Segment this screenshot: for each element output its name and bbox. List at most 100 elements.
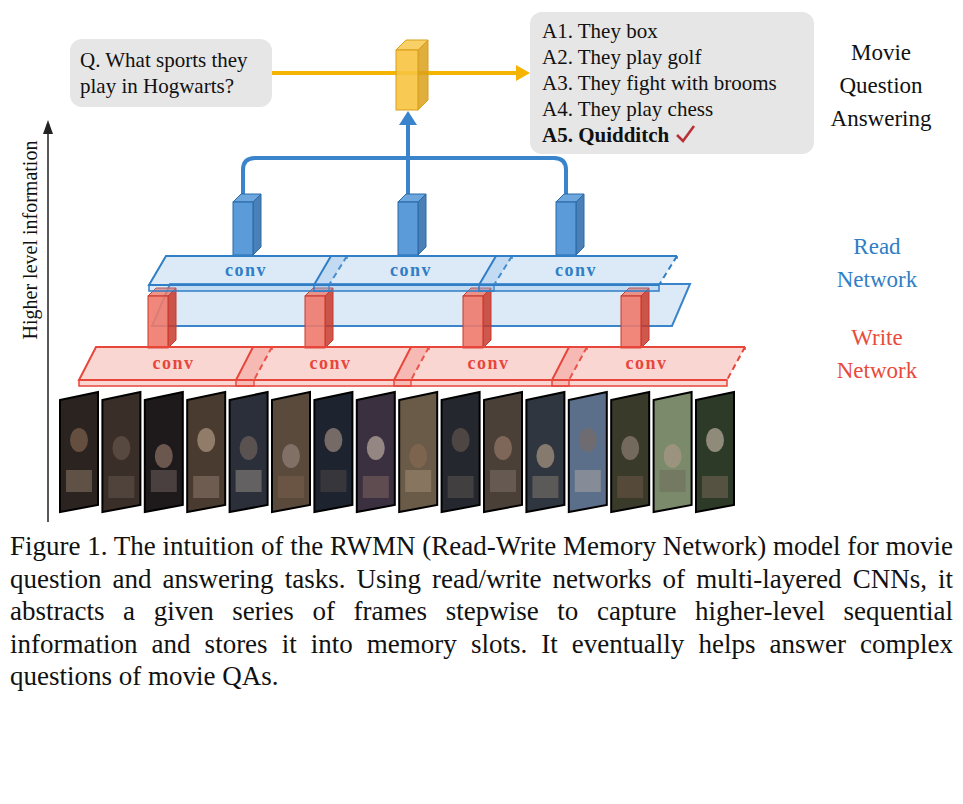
memory-slot-front <box>305 296 325 348</box>
frame-figure <box>155 444 173 468</box>
answer-box: A1. They boxA2. They play golfA3. They f… <box>530 12 814 154</box>
conv-text-holder: conv <box>551 346 742 380</box>
movie-frame <box>569 392 607 512</box>
conv-dashed-edge <box>744 347 746 353</box>
network-label: Write Network <box>818 321 936 387</box>
frame-figure <box>409 444 427 468</box>
answer-option: A4. They play chess <box>542 97 713 121</box>
memory-slot-front <box>621 296 641 348</box>
text-line: A5. Quidditch <box>542 122 802 148</box>
frame-figure <box>452 428 470 452</box>
conv-dashed-edge <box>676 256 678 262</box>
frame-figure <box>324 428 342 452</box>
conv-face <box>479 256 677 285</box>
text-line: A3. They fight with brooms <box>542 70 802 96</box>
frame-detail <box>532 476 558 498</box>
check-mark <box>674 123 696 145</box>
frame-detail <box>320 470 346 492</box>
conv-dashed-edge <box>727 347 745 380</box>
frame-detail <box>490 470 516 492</box>
conv-dashed-edge <box>659 256 677 285</box>
movie-frame <box>484 392 522 512</box>
read-slot-side <box>418 194 426 255</box>
layer-label: conv <box>225 260 267 280</box>
text-line: A1. They box <box>542 18 802 44</box>
conv-face <box>552 347 745 380</box>
axis-label: Higher level information <box>18 60 42 420</box>
figure-caption: Figure 1. The intuition of the RWMN (Rea… <box>10 530 953 693</box>
query-arrow <box>272 71 518 75</box>
frame-detail <box>151 470 177 492</box>
arrowhead <box>516 65 530 81</box>
axis-line <box>47 132 49 522</box>
movie-frame <box>399 392 437 512</box>
answer-option: A3. They fight with brooms <box>542 71 777 95</box>
movie-frame <box>272 392 310 512</box>
movie-frame <box>314 392 352 512</box>
frame-detail <box>405 470 431 492</box>
frame-figure <box>70 428 88 452</box>
conv-layer: conv <box>478 255 678 293</box>
frame-figure <box>706 428 724 452</box>
layer-label: conv <box>468 353 510 373</box>
movie-frame <box>145 392 183 512</box>
text-line: A4. They play chess <box>542 96 802 122</box>
memory-slot-side <box>641 288 649 348</box>
network-label: Read Network <box>818 230 936 296</box>
layer-label: conv <box>153 353 195 373</box>
frame-detail <box>236 470 262 492</box>
question-text: Q. What sports they play in Hogwarts? <box>80 48 248 98</box>
movie-frame <box>611 392 649 512</box>
conv-outline <box>479 256 677 285</box>
frame-detail <box>448 476 474 498</box>
layer-label: conv <box>555 260 597 280</box>
memory-slot-side <box>483 288 491 348</box>
frame-detail <box>108 476 134 498</box>
read-slot-side <box>253 194 261 255</box>
frame-figure <box>621 436 639 460</box>
conv-text-holder: conv <box>148 255 344 285</box>
read-tree <box>243 122 566 194</box>
memory-slot-side <box>168 288 176 348</box>
memory-slot-front <box>148 296 168 348</box>
layer-label: conv <box>626 353 668 373</box>
frame-figure <box>197 428 215 452</box>
conv-text-holder: conv <box>478 255 674 285</box>
axis-arrowhead <box>43 120 53 134</box>
movie-frame <box>442 392 480 512</box>
memory-slots <box>148 288 649 348</box>
movie-frame <box>230 392 268 512</box>
frame-detail <box>702 476 728 498</box>
frame-figure <box>664 444 682 468</box>
read-slots <box>233 194 584 255</box>
answer-option: A1. They box <box>542 19 658 43</box>
answer-block <box>396 40 428 110</box>
read-slot-front <box>556 202 576 255</box>
text-line: Q. What sports they play in Hogwarts? <box>80 47 262 99</box>
conv-text-holder: conv <box>313 255 509 285</box>
movie-frame <box>357 392 395 512</box>
answer-block-side <box>418 40 428 110</box>
movie-frame <box>102 392 140 512</box>
movie-frame <box>654 392 692 512</box>
frame-detail <box>363 476 389 498</box>
task-label: Movie Question Answering <box>816 36 946 135</box>
frame-figure <box>282 444 300 468</box>
read-slot-side <box>576 194 584 255</box>
movie-frame <box>696 392 734 512</box>
check-stroke <box>677 126 694 141</box>
frame-figure <box>536 444 554 468</box>
frame-detail <box>575 470 601 492</box>
answer-block-front <box>396 50 418 110</box>
movie-frame <box>187 392 225 512</box>
frame-figure <box>240 436 258 460</box>
frame-figure <box>494 436 512 460</box>
read-arrowhead <box>399 111 417 125</box>
movie-frames <box>60 392 734 512</box>
memory-slot-front <box>463 296 483 348</box>
frame-detail <box>193 476 219 498</box>
memory-slot-side <box>325 288 333 348</box>
answer-option: A2. They play golf <box>542 45 701 69</box>
layer-label: conv <box>390 260 432 280</box>
